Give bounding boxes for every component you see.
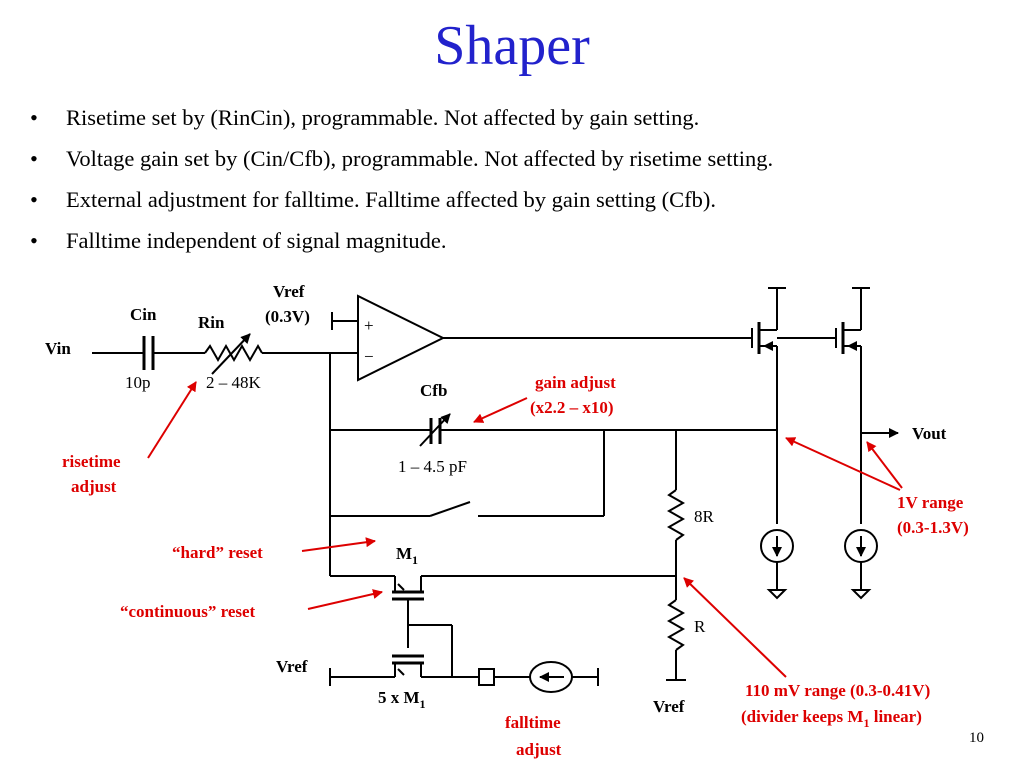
five-m1-label: 5 x M1 xyxy=(378,688,426,711)
rin-value: 2 – 48K xyxy=(206,373,262,392)
slide-title: Shaper xyxy=(434,15,590,77)
divider-note: (divider keeps M1 linear) xyxy=(741,707,922,730)
rin-label: Rin xyxy=(198,313,225,332)
bullet-text: Risetime set by (RinCin), programmable. … xyxy=(66,105,700,130)
vref-bottom-left-label: Vref xyxy=(276,657,308,676)
continuous-reset-label: “continuous” reset xyxy=(120,602,256,621)
divider-note-b: linear) xyxy=(869,707,921,726)
cin-label: Cin xyxy=(130,305,157,324)
bullet-text: External adjustment for falltime. Fallti… xyxy=(66,187,717,212)
hard-reset-switch xyxy=(330,430,605,517)
bullet-marker: • xyxy=(30,105,38,130)
bullet-item: • External adjustment for falltime. Fallt… xyxy=(30,182,773,223)
bullet-marker: • xyxy=(30,187,38,212)
risetime-label: risetime xyxy=(62,452,121,471)
divider-note-sub: 1 xyxy=(863,716,869,730)
vref-top-label: Vref xyxy=(273,282,305,301)
bullet-item: • Falltime independent of signal magnitud… xyxy=(30,223,773,264)
cfb-value: 1 – 4.5 pF xyxy=(398,457,467,476)
slide-number: 10 xyxy=(969,730,984,746)
bullet-item: • Voltage gain set by (Cin/Cfb), programm… xyxy=(30,141,773,182)
m1-subscript: 1 xyxy=(412,553,418,567)
range-1v-label: 1V range xyxy=(897,493,964,512)
falltime-current-source xyxy=(478,661,599,693)
five-m1-main: 5 x M xyxy=(378,688,420,707)
bullet-text: Voltage gain set by (Cin/Cfb), programma… xyxy=(66,146,774,171)
m1-main: M xyxy=(396,544,412,563)
risetime-adjust-label: adjust xyxy=(71,477,117,496)
bullet-marker: • xyxy=(30,228,38,253)
m1-transistor xyxy=(330,575,676,622)
bullet-item: • Risetime set by (RinCin), programmable.… xyxy=(30,100,773,141)
bullet-list: • Risetime set by (RinCin), programmable.… xyxy=(30,100,773,264)
vref-bottom-right-label: Vref xyxy=(653,697,685,716)
vout-label: Vout xyxy=(912,424,947,443)
output-follower-2 xyxy=(835,287,899,524)
cfb-label: Cfb xyxy=(420,381,447,400)
five-m1-subscript: 1 xyxy=(420,697,426,711)
resistor-r-label: R xyxy=(694,617,706,636)
resistor-divider xyxy=(666,430,686,681)
output-follower-1 xyxy=(751,287,836,524)
gain-adjust-label: gain adjust xyxy=(535,373,616,392)
cfb-capacitor xyxy=(330,413,777,447)
current-source-2 xyxy=(844,529,878,600)
m1-label: M1 xyxy=(396,544,418,567)
op-amp xyxy=(331,294,752,382)
falltime-adjust-label: adjust xyxy=(516,740,562,759)
opamp-plus-sign: + xyxy=(364,316,374,335)
gain-adjust-range: (x2.2 – x10) xyxy=(530,398,614,417)
hard-reset-label: “hard” reset xyxy=(172,543,263,562)
bullet-text: Falltime independent of signal magnitude… xyxy=(66,228,447,253)
input-network xyxy=(92,333,358,375)
resistor-8r-label: 8R xyxy=(694,507,715,526)
falltime-label: falltime xyxy=(505,713,561,732)
vin-label: Vin xyxy=(45,339,71,358)
vref-top-value: (0.3V) xyxy=(265,307,310,326)
range-110mv-label: 110 mV range (0.3-0.41V) xyxy=(745,681,930,700)
cin-value: 10p xyxy=(125,373,151,392)
five-m1-transistor xyxy=(329,622,479,686)
bullet-marker: • xyxy=(30,146,38,171)
range-1v-values: (0.3-1.3V) xyxy=(897,518,969,537)
divider-note-a: (divider keeps M xyxy=(741,707,863,726)
current-source-1 xyxy=(760,529,794,600)
opamp-minus-sign: − xyxy=(364,347,374,366)
